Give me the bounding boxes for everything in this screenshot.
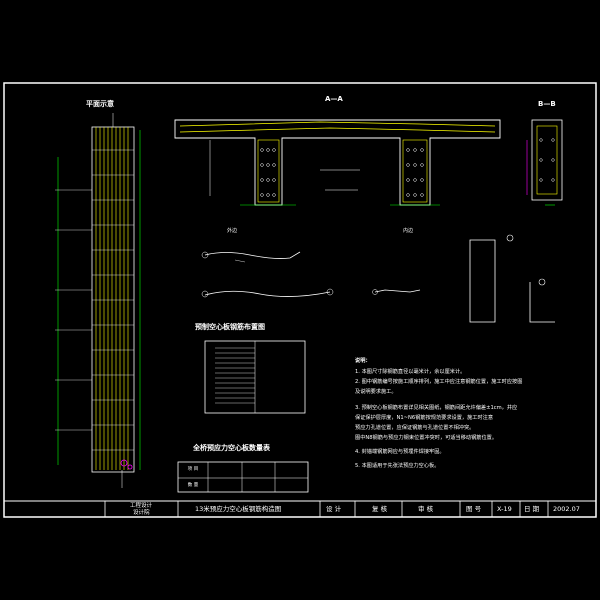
note-line-5: 预应力孔道位置，应保证钢筋与孔道位置不相冲突。 xyxy=(355,425,475,431)
rebar-detail-right xyxy=(469,234,555,323)
note-line-2: 及说明要求施工。 xyxy=(355,389,397,395)
drawing-title: 13米预应力空心板钢筋构造图 xyxy=(195,505,282,513)
section-aa-title: A—A xyxy=(325,95,343,103)
note-line-8: 5. 本图适用于先张法预应力空心板。 xyxy=(355,463,440,469)
qty-header-0: 项 目 xyxy=(187,467,199,472)
note-line-1: 2. 图中钢筋编号按施工顺序排列，施工中应注意钢筋位置，施工时应按图 xyxy=(355,379,523,385)
date: 2002.07 xyxy=(553,505,580,513)
qty-row-0: 数 量 xyxy=(187,483,199,488)
notes-heading: 说明： xyxy=(355,358,371,364)
sheet-no-label: 图 号 xyxy=(466,505,482,513)
rebar-schedule-title: 预制空心板钢筋布置图 xyxy=(195,323,265,331)
sheet-border xyxy=(3,82,597,518)
company-sub-text: 设计院 xyxy=(133,510,150,516)
table-rebar-schedule xyxy=(204,340,306,414)
sheet-no: X-19 xyxy=(497,505,512,513)
approve-label: 审 核 xyxy=(418,505,434,513)
design-label: 设 计 xyxy=(326,505,342,513)
rebar-shape-2 xyxy=(201,288,334,298)
note-line-4: 保证保护层厚度，N1~N6钢筋按规范要求设置，施工时注意 xyxy=(355,415,494,421)
date-label: 日 期 xyxy=(524,505,540,513)
title-block-dividers xyxy=(104,501,549,517)
review-label: 复 核 xyxy=(372,505,388,513)
rebar-shape-3 xyxy=(372,289,421,295)
company-logo-text: 工程设计 xyxy=(130,503,153,509)
outer-edge-label: 外边 xyxy=(227,228,238,234)
note-line-7: 4. 封锚端钢筋网应与预埋件焊接牢固。 xyxy=(355,449,445,455)
quantity-table-title: 全桥预应力空心板数量表 xyxy=(193,444,270,452)
plan-title: 平面示意 xyxy=(86,100,114,108)
table-quantity xyxy=(177,461,309,493)
plan-view xyxy=(55,113,141,488)
section-aa xyxy=(174,119,501,206)
note-line-6: 图中N8钢筋与预应力钢束位置冲突时，可适当移动钢筋位置。 xyxy=(355,435,498,441)
inner-edge-label: 内边 xyxy=(403,228,414,234)
note-line-3: 3. 预制空心板钢筋布置详见相关图纸，钢筋间距允许偏差±1cm，并应 xyxy=(355,405,518,411)
section-bb xyxy=(526,119,563,206)
section-bb-title: B—B xyxy=(538,100,556,108)
rebar-shape-1 xyxy=(201,251,301,263)
note-line-0: 1. 本图尺寸除钢筋直径以毫米计，余以厘米计。 xyxy=(355,369,466,375)
